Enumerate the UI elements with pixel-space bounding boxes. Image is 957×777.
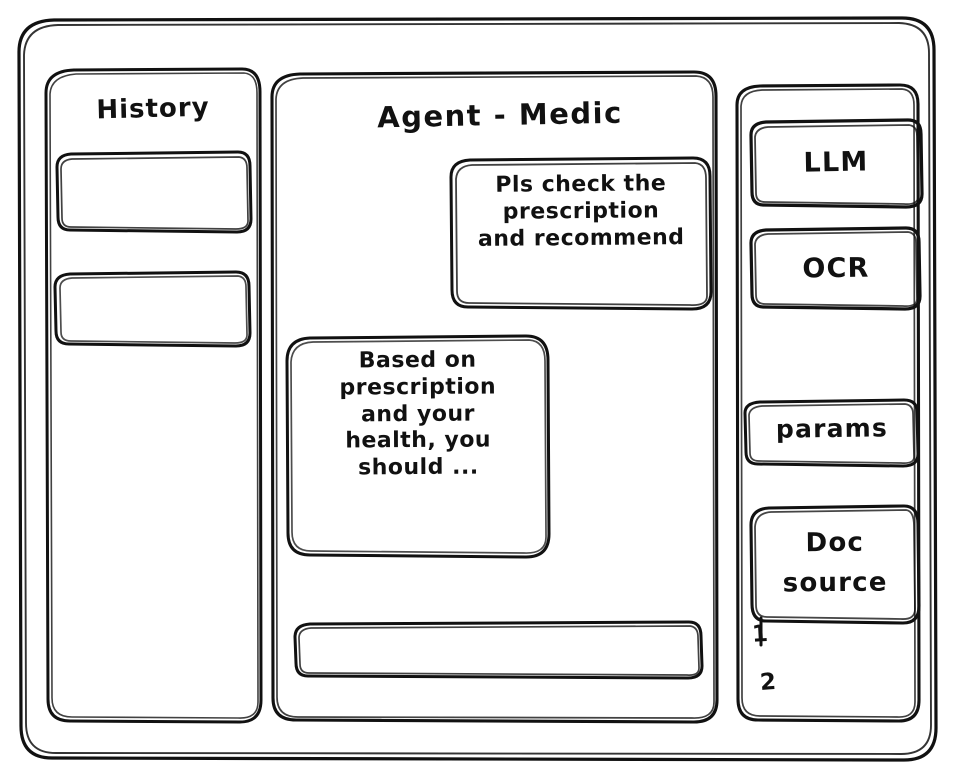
params-card-label: params [775, 413, 889, 444]
llm-card-label: LLM [803, 146, 869, 179]
history-panel-title: History [96, 92, 210, 126]
doc-source-list-item-2[interactable]: 2 [759, 668, 778, 697]
history-entry-2-label [58, 271, 249, 347]
user-message-text: Pls check the prescription and recommend [477, 171, 685, 252]
agent-message-text: Based on prescription and your health, y… [339, 347, 497, 481]
message-composer-input[interactable] [292, 620, 700, 680]
doc-source-list-item-1[interactable]: 1 [751, 620, 770, 648]
ocr-card-label: OCR [802, 252, 870, 285]
doc-source-card-label: Doc source [782, 527, 888, 599]
history-entry-1-label [58, 151, 249, 231]
